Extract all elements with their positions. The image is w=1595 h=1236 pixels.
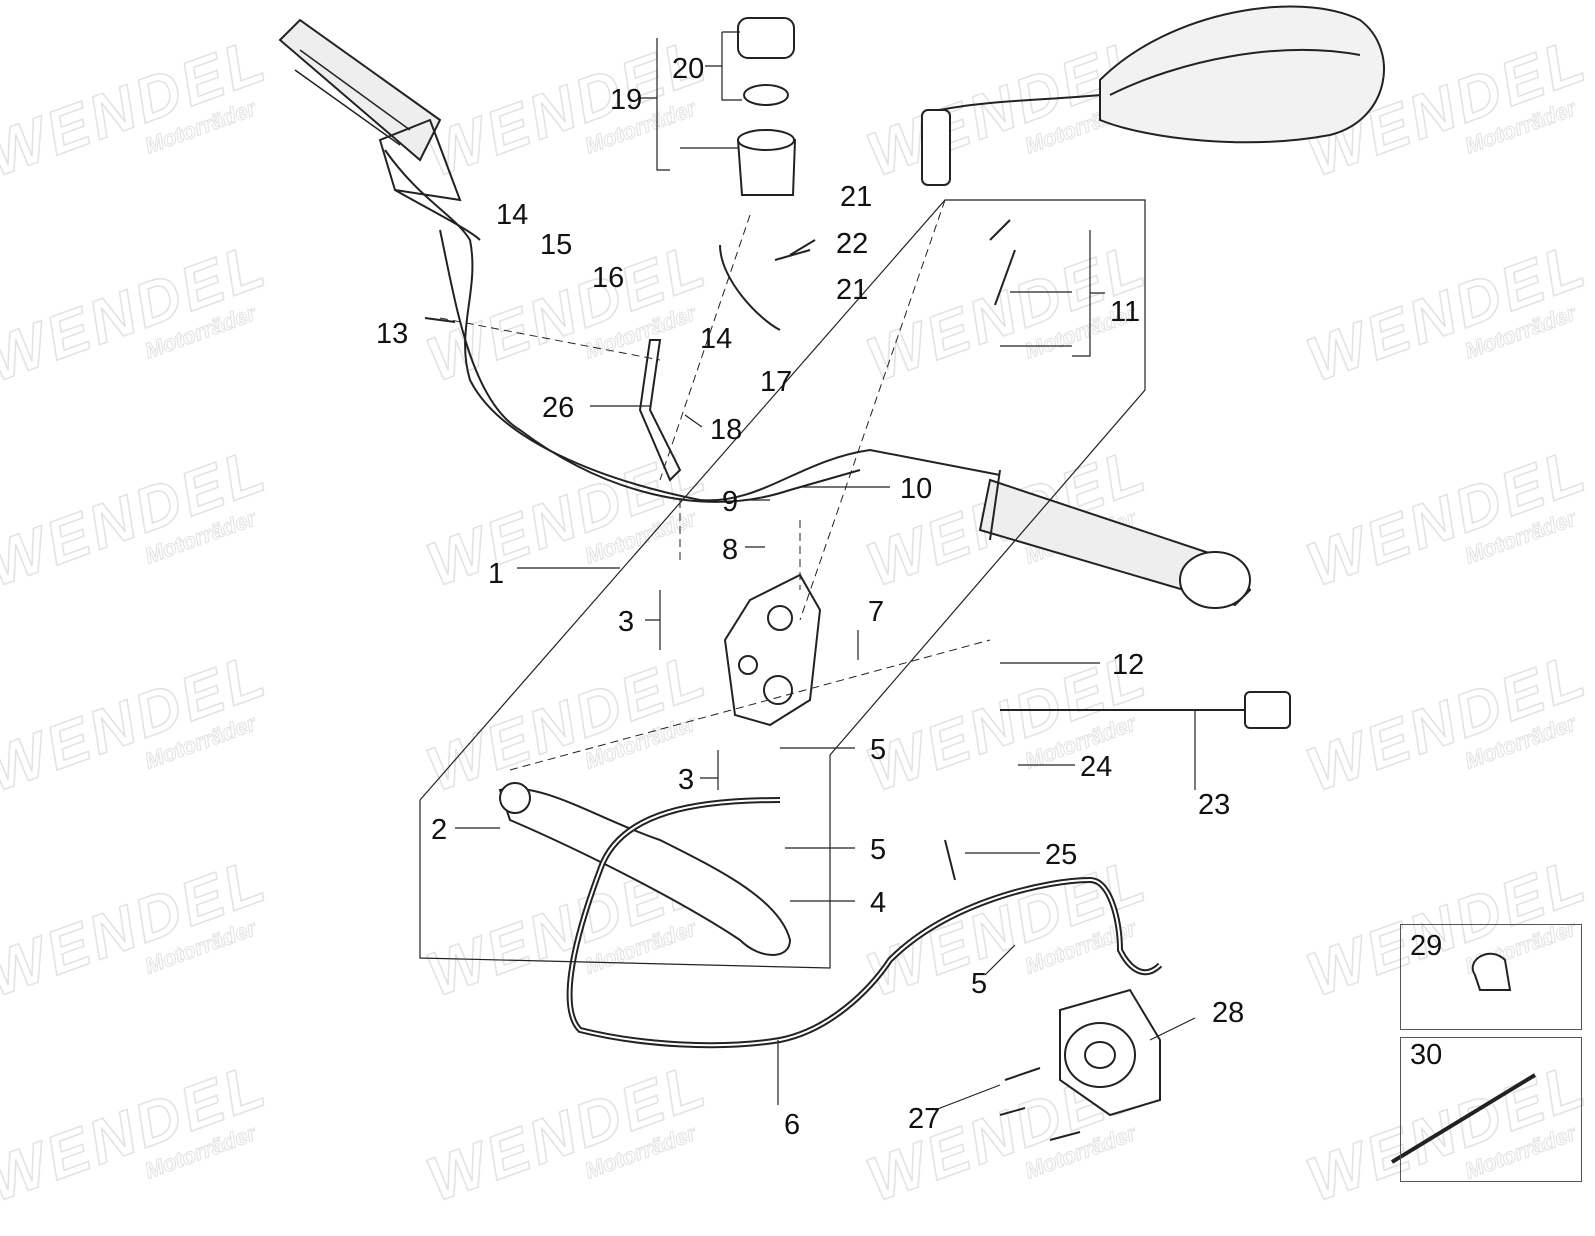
handlebar [384,149,1001,503]
part-label: 9 [722,486,739,518]
part-label: 13 [376,318,409,350]
part-label: 1 [488,558,505,590]
part-label: 29 [1410,930,1443,962]
part-label: 6 [784,1109,801,1141]
bolts [424,219,1081,1141]
part-label: 20 [672,53,705,85]
part-label: 21 [840,181,873,213]
part-label: 19 [610,84,643,116]
part-label: 28 [1212,997,1245,1029]
master-cylinder [723,573,822,727]
part-label: 5 [870,734,887,766]
part-label: 4 [870,887,887,919]
part-label: 10 [900,473,933,505]
exploded-parts-diagram [278,5,1537,1164]
part-label: 2 [431,814,448,846]
group-frame [419,199,1146,969]
part-label: 30 [1410,1039,1443,1071]
part-label: 3 [678,764,695,796]
part-label: 27 [908,1103,941,1135]
bracket [638,339,682,482]
mirror [921,5,1385,186]
right-grip [978,469,1252,609]
left-grip [278,18,462,202]
part-label: 24 [1080,751,1113,783]
leader-lines [455,31,1196,1111]
brake-fluid-reservoir [719,17,816,331]
slave-cylinder [1059,988,1161,1117]
part-label: 16 [592,262,625,294]
part-label: 5 [870,834,887,866]
part-label: 8 [722,534,739,566]
part-label: 14 [700,323,733,355]
part-label: 11 [1110,296,1141,328]
clutch-lever [498,787,792,956]
part-label: 23 [1198,789,1231,821]
part-label: 14 [496,199,529,231]
part-label: 15 [540,229,573,261]
clip-29 [1471,952,1512,991]
inset-box-29 [1400,924,1582,1030]
cable-tie-30 [1390,1073,1537,1164]
part-label: 25 [1045,839,1078,871]
part-label: 22 [836,228,869,260]
part-label: 7 [868,596,885,628]
part-label: 26 [542,392,575,424]
inset-box-30 [1400,1037,1582,1182]
part-label: 5 [971,968,988,1000]
part-label: 18 [710,414,743,446]
assembly-dashes [439,199,991,771]
part-label: 17 [760,366,793,398]
part-label: 21 [836,274,869,306]
part-label: 3 [618,606,635,638]
part-label: 12 [1112,649,1145,681]
